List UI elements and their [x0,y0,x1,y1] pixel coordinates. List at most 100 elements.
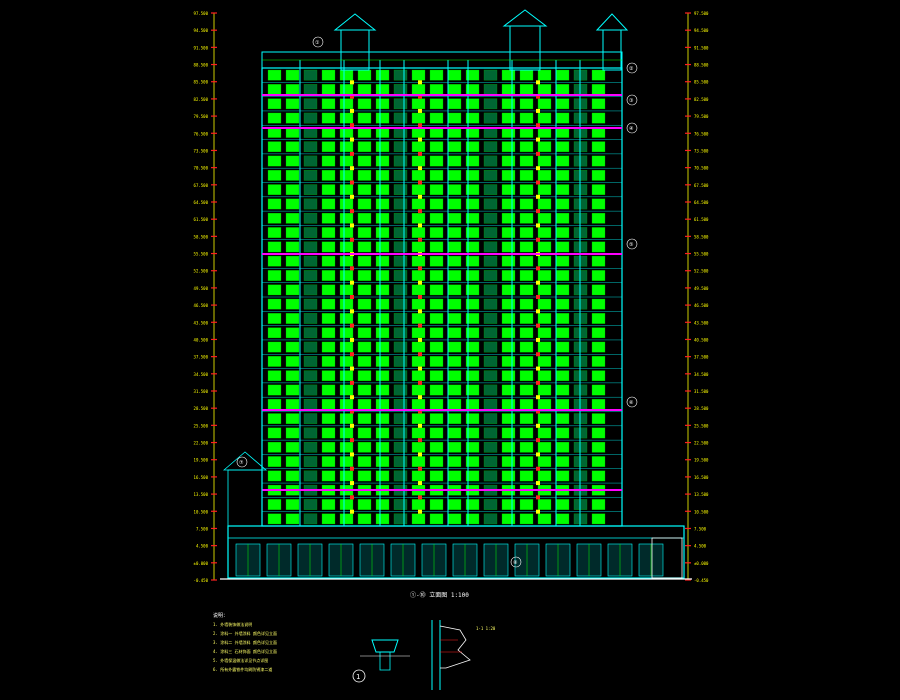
window-bay [267,98,282,110]
window-bay [519,470,534,482]
detail-marker: 1 [352,669,366,683]
window-bay [555,427,570,439]
window-bay [555,441,570,453]
note-line: 1. 外墙装饰做法说明 [213,621,252,627]
level-label: 91.500 [194,45,209,50]
window-bay [519,98,534,110]
window-bay [393,370,408,382]
window-bay [357,427,372,439]
window-bay [537,499,552,510]
window-bay [519,255,534,267]
window-bay [393,141,408,153]
window-bay [483,141,498,153]
window-bay [591,184,606,195]
window-bay [375,184,390,195]
level-label: 49.500 [194,286,209,291]
window-bay [393,227,408,238]
window-bay [519,298,534,310]
window-bay [483,327,498,339]
window-bay [555,227,570,238]
window-bay [321,298,336,310]
window-bay [267,399,282,410]
window-bay [411,413,426,424]
window-bay [303,184,318,195]
window-bay [501,370,516,382]
window-bay [303,170,318,181]
window-bay [591,170,606,181]
window-bay [501,241,516,253]
window-bay [555,356,570,367]
window-bay [393,470,408,482]
window-bay [339,84,354,95]
window-bay [465,298,480,310]
window-bay [465,441,480,453]
callout-circle [626,62,638,74]
window-bay [591,313,606,324]
window-bay [375,84,390,95]
window-bay [285,284,300,296]
window-bay [447,327,462,339]
level-label: 52.500 [194,269,209,274]
window-bay [501,341,516,353]
window-bay [447,184,462,195]
shaft-mark [418,295,422,299]
window-bay [447,456,462,467]
window-bay [267,384,282,396]
shaft-mark [536,438,540,443]
window-bay [501,69,516,81]
side-annex [227,469,263,527]
window-bay [483,384,498,396]
window-bay [519,413,534,424]
window-bay [321,499,336,510]
window-bay [357,413,372,424]
shaft-mark [350,137,354,142]
window-bay [375,356,390,367]
window-bay [501,212,516,224]
window-bay [501,112,516,124]
window-bay [411,170,426,181]
window-bay [303,155,318,167]
window-bay [447,227,462,238]
window-bay [501,413,516,424]
window-bay [501,170,516,181]
window-bay [285,255,300,267]
window-bay [285,341,300,353]
shaft-mark [350,409,354,414]
level-label: -0.450 [194,578,209,583]
window-bay [483,456,498,467]
window-bay [501,513,516,525]
note-line: 3. 涂料二 外墙涂料 颜色详见立面 [213,639,277,645]
window-bay [519,184,534,195]
window-bay [429,98,444,110]
window-bay [519,399,534,410]
window-bay [519,69,534,81]
window-bay [501,255,516,267]
window-bay [375,499,390,510]
window-bay [393,313,408,324]
window-bay [339,98,354,110]
window-bay [555,298,570,310]
window-bay [429,212,444,224]
window-bay [447,170,462,181]
window-bay [411,327,426,339]
window-bay [357,241,372,253]
level-label: 70.500 [194,166,209,171]
level-label: 88.500 [694,63,709,68]
shaft-mark [418,280,422,285]
window-bay [303,384,318,396]
window-bay [519,384,534,396]
shaft-mark [536,323,540,328]
window-bay [393,241,408,253]
window-bay [339,441,354,453]
shaft-mark [536,466,540,471]
level-label: 85.500 [694,80,709,85]
window-bay [465,370,480,382]
window-bay [411,98,426,110]
window-bay [591,470,606,482]
window-bay [357,270,372,281]
window-bay [591,155,606,167]
callout-label: ⑦ [239,460,244,466]
window-bay [591,427,606,439]
